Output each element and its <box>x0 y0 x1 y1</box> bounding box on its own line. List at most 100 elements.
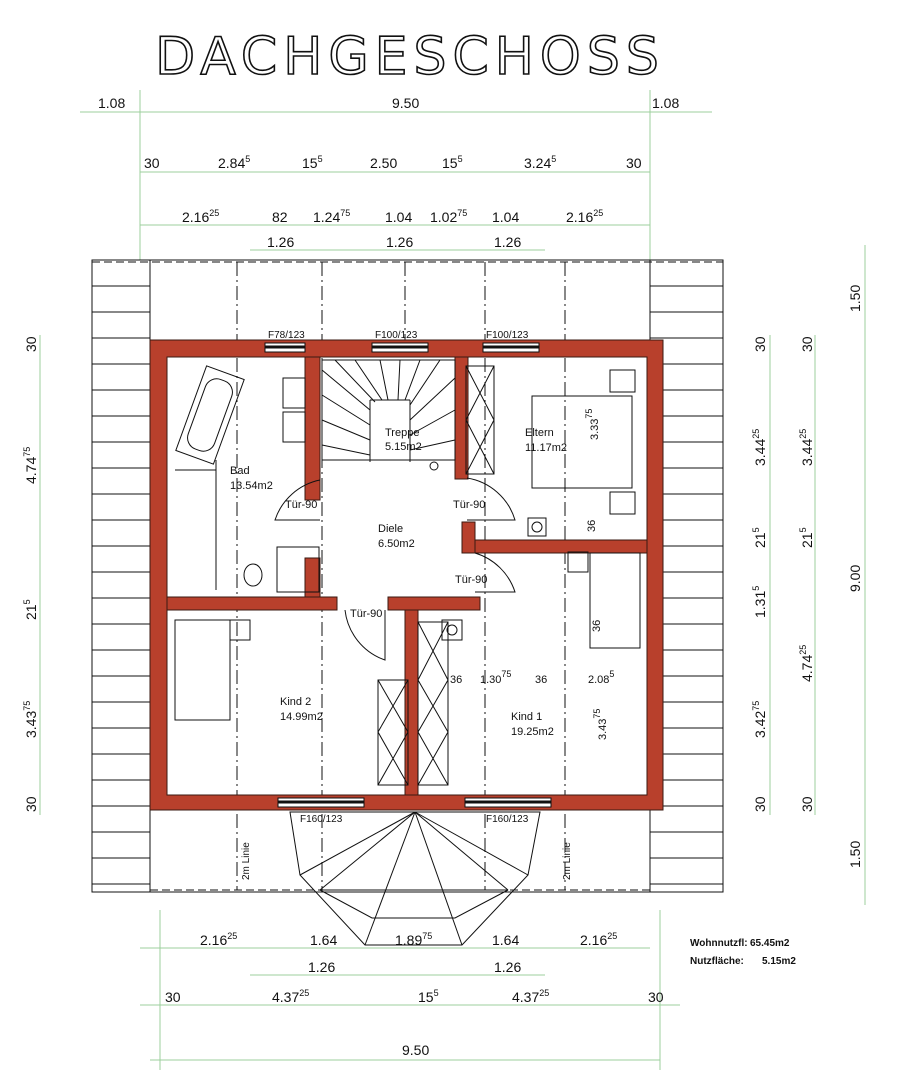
dimension-label: 4.7425 <box>798 645 815 682</box>
dimension-label: 1.64 <box>492 932 519 948</box>
dimension-label: 30 <box>626 155 642 171</box>
dimension-label: 36 <box>591 620 603 632</box>
dimension-label: 1.04 <box>385 209 412 225</box>
dimension-label: 36 <box>535 674 547 686</box>
dimension-label: 1.3075 <box>480 669 511 686</box>
dimension-label: 30 <box>752 336 768 352</box>
dimension-label: 4.3725 <box>272 988 309 1005</box>
dimension-label: 4.3725 <box>512 988 549 1005</box>
dimension-label: 1.0275 <box>430 208 467 225</box>
dimension-label: 3.4275 <box>751 701 768 738</box>
dimension-label: 30 <box>165 989 181 1005</box>
room-area-treppe: 5.15m2 <box>385 441 422 453</box>
shower <box>276 546 320 593</box>
window-label: F78/123 <box>268 330 305 341</box>
dimension-label: 30 <box>648 989 664 1005</box>
windows: F78/123 F100/123 F100/123 F160/123 F160/… <box>264 330 552 825</box>
room-area-kind2: 14.99m2 <box>280 711 323 723</box>
dimension-label: 9.00 <box>847 565 863 592</box>
dimension-label: 2.085 <box>588 669 614 686</box>
dimension-label: 3.4425 <box>798 429 815 466</box>
room-labels: Bad 13.54m2 Treppe 5.15m2 Eltern 11.17m2… <box>230 427 567 738</box>
room-name-kind2: Kind 2 <box>280 696 311 708</box>
door-swings <box>274 477 516 661</box>
bathtub <box>175 365 245 465</box>
dimension-label: 4.7475 <box>22 447 39 484</box>
dimension-label: 36 <box>586 520 598 532</box>
bay-window <box>289 811 541 946</box>
window-label: F160/123 <box>300 814 343 825</box>
door-label: Tür-90 <box>453 499 485 511</box>
door-label: Tür-90 <box>455 574 487 586</box>
door-label: Tür-90 <box>350 608 382 620</box>
dimension-label: 1.08 <box>98 95 125 111</box>
room-area-kind1: 19.25m2 <box>511 726 554 738</box>
plan-title: DACHGESCHOSS <box>155 27 665 87</box>
dimension-label: 30 <box>144 155 160 171</box>
dimension-label: 215 <box>22 599 39 620</box>
dimension-label: 30 <box>23 796 39 812</box>
shelves <box>377 621 449 786</box>
dimension-label: 1.315 <box>751 586 768 618</box>
dimension-label: 155 <box>418 988 439 1005</box>
room-name-diele: Diele <box>378 523 403 535</box>
window-label: F100/123 <box>486 330 529 341</box>
living-area-value: 65.45m2 <box>750 938 790 949</box>
dimension-label: 9.50 <box>392 95 419 111</box>
door-label: Tür-90 <box>285 499 317 511</box>
room-name-kind1: Kind 1 <box>511 711 542 723</box>
two-meter-line-label: 2m Linie <box>562 842 573 880</box>
dimension-label: 82 <box>272 209 288 225</box>
dimension-label: 1.26 <box>386 234 413 250</box>
dimension-label: 1.50 <box>847 285 863 312</box>
dimension-label: 155 <box>442 154 463 171</box>
dimension-label: 2.1625 <box>200 931 237 948</box>
dimension-label: 30 <box>752 796 768 812</box>
dimension-label: 2.845 <box>218 154 250 171</box>
dimension-label: 30 <box>799 336 815 352</box>
bed-kind2 <box>174 619 231 721</box>
dimension-labels: 1.08 9.50 1.08 30 2.845 155 2.50 155 3.245 30 2.16… <box>22 95 863 1058</box>
dimension-label: 30 <box>23 336 39 352</box>
dimension-label: 3.4375 <box>592 709 609 740</box>
dimension-label: 2.1625 <box>580 931 617 948</box>
wardrobe <box>465 365 495 475</box>
window-label: F100/123 <box>375 330 418 341</box>
dimension-label: 36 <box>450 674 462 686</box>
window-label: F160/123 <box>486 814 529 825</box>
dimension-label: 2.1625 <box>566 208 603 225</box>
dimension-label: 30 <box>799 796 815 812</box>
room-area-diele: 6.50m2 <box>378 538 415 550</box>
area-summary: Wohnnutzfl: 65.45m2 Nutzfläche: 5.15m2 <box>690 938 796 967</box>
doors: Tür-90 Tür-90 Tür-90 Tür-90 <box>285 499 487 620</box>
dimension-label: 3.4425 <box>751 429 768 466</box>
furniture <box>174 359 641 786</box>
dimension-label: 1.2475 <box>313 208 350 225</box>
dimension-label: 1.64 <box>310 932 337 948</box>
dimension-label: 1.04 <box>492 209 519 225</box>
living-area-label: Wohnnutzfl: <box>690 938 748 949</box>
room-name-treppe: Treppe <box>385 427 419 439</box>
dimension-label: 9.50 <box>402 1042 429 1058</box>
dimension-label: 1.08 <box>652 95 679 111</box>
usable-area-value: 5.15m2 <box>762 956 796 967</box>
room-area-bad: 13.54m2 <box>230 480 273 492</box>
dimension-label: 3.245 <box>524 154 556 171</box>
dimension-label: 3.4375 <box>22 701 39 738</box>
dimension-label: 1.26 <box>308 959 335 975</box>
room-name-eltern: Eltern <box>525 427 554 439</box>
dimension-label: 2.1625 <box>182 208 219 225</box>
dimension-label: 215 <box>751 527 768 548</box>
staircase <box>321 359 456 471</box>
bed-kind1 <box>589 552 641 649</box>
dimension-label: 3.3375 <box>584 409 601 440</box>
room-area-eltern: 11.17m2 <box>525 442 567 454</box>
dimension-label: 1.26 <box>267 234 294 250</box>
dimension-label: 2.50 <box>370 155 397 171</box>
washbasin <box>282 377 306 409</box>
two-meter-line-label: 2m Linie <box>241 842 252 880</box>
dimension-label: 1.26 <box>494 959 521 975</box>
dimension-lines <box>39 90 866 1070</box>
dimension-label: 1.26 <box>494 234 521 250</box>
